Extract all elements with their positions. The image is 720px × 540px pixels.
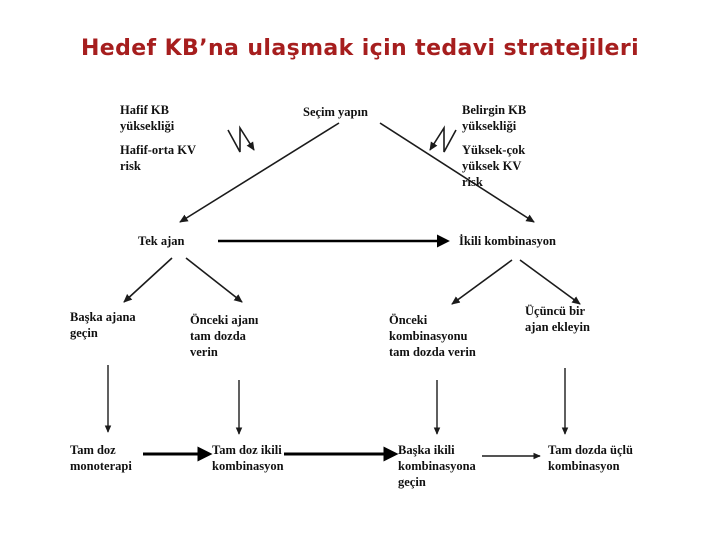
edge-mild-risk-zigzag xyxy=(227,125,255,153)
node-ikili-kombinasyon: İkili kombinasyon xyxy=(459,234,556,248)
edge-high-risk-zigzag xyxy=(429,125,457,153)
node-hafif-kb-yuksekligi: Hafif KB yüksekliği xyxy=(120,103,175,133)
node-yuksek-cok-yuksek-kv-risk: Yüksek-çok yüksek KV risk xyxy=(462,143,526,189)
node-tek-ajan: Tek ajan xyxy=(138,234,185,248)
node-onceki-ajani-tam-dozda-verin: Önceki ajanı tam dozda verin xyxy=(190,313,259,359)
edge-dual-combination-split-right xyxy=(519,259,581,305)
edge-choice-to-single-agent xyxy=(179,122,340,223)
treatment-strategy-flowchart: Hafif KB yüksekliği Hafif-orta KV risk S… xyxy=(0,90,720,520)
edge-single-agent-split-left xyxy=(123,257,173,303)
node-onceki-kombinasyonu-tam-dozda-verin: Önceki kombinasyonu tam dozda verin xyxy=(389,313,476,359)
node-tam-doz-monoterapi: Tam doz monoterapi xyxy=(70,443,132,473)
node-tam-dozda-uclu-kombinasyon: Tam dozda üçlü kombinasyon xyxy=(548,443,633,473)
node-secim-yapin: Seçim yapın xyxy=(303,105,368,119)
node-tam-doz-ikili-kombinasyon: Tam doz ikili kombinasyon xyxy=(212,443,284,473)
node-ucuncu-bir-ajan-ekleyin: Üçüncü bir ajan ekleyin xyxy=(525,304,590,334)
node-belirgin-kb-yuksekligi: Belirgin KB yüksekliği xyxy=(462,103,527,133)
edge-dual-combination-split-left xyxy=(451,259,513,305)
node-hafif-orta-kv-risk: Hafif-orta KV risk xyxy=(120,143,197,173)
edge-single-agent-split-right xyxy=(185,257,243,303)
node-baska-ajana-gecin: Başka ajana geçin xyxy=(70,310,136,340)
node-baska-ikili-kombinasyona-gecin: Başka ikili kombinasyona geçin xyxy=(398,443,476,489)
page-title: Hedef KB’na ulaşmak için tedavi strateji… xyxy=(80,36,640,61)
